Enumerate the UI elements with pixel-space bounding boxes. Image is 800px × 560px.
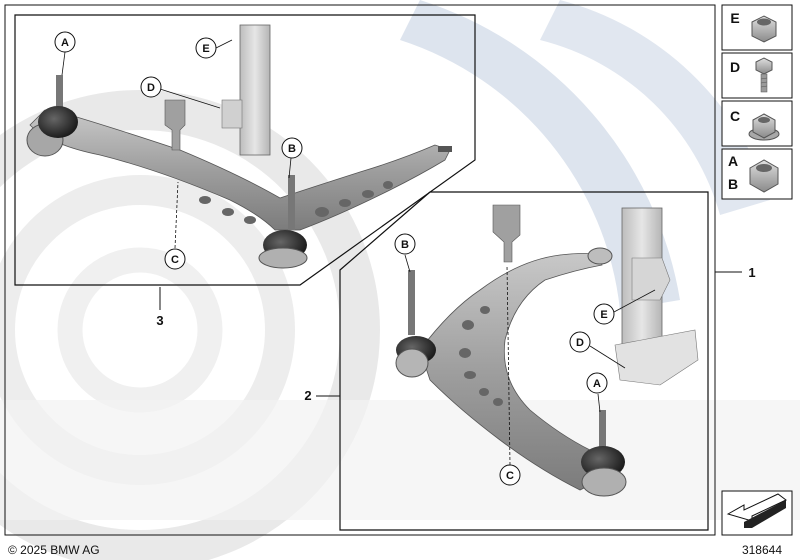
hardware-panel: E D C A B: [721, 4, 793, 200]
direction-arrow-box: [721, 490, 793, 536]
top-leaders: [61, 39, 292, 249]
svg-text:A: A: [61, 37, 69, 49]
copyright-text: © 2025 BMW AG: [8, 543, 100, 557]
callout-top-e: E: [195, 37, 217, 59]
bottom-leaders: [404, 254, 656, 466]
callout-bot-c: C: [499, 464, 521, 486]
callout-bot-d: D: [569, 331, 591, 353]
control-arm-right: [26, 24, 452, 269]
svg-text:B: B: [288, 143, 296, 155]
svg-text:A: A: [593, 378, 601, 390]
svg-text:D: D: [730, 59, 740, 75]
callout-top-d: D: [140, 76, 162, 98]
diagram-number: 318644: [742, 543, 782, 557]
callout-top-b: B: [281, 137, 303, 159]
hex-bolt-icon: [755, 57, 773, 93]
svg-text:E: E: [202, 43, 209, 55]
detail-box-3: [14, 14, 476, 286]
callout-bot-a: A: [586, 372, 608, 394]
front-direction-arrow-icon: [726, 493, 787, 528]
callout-top-a: A: [54, 31, 76, 53]
svg-text:C: C: [171, 254, 179, 266]
hardware-item-d: [721, 52, 793, 99]
outer-frame: [4, 4, 716, 536]
control-arm-left: [395, 204, 699, 497]
ref-1-label: 1: [748, 265, 755, 280]
svg-text:C: C: [730, 108, 740, 124]
detail-box-2: [339, 191, 709, 531]
nut-icon: [751, 15, 777, 43]
svg-text:B: B: [728, 176, 738, 192]
flange-nut-icon: [748, 113, 780, 141]
callout-top-c: C: [164, 248, 186, 270]
callout-bot-e: E: [593, 303, 615, 325]
callout-bot-b: B: [394, 233, 416, 255]
svg-text:E: E: [730, 10, 739, 26]
svg-text:D: D: [576, 337, 584, 349]
ref-3-label: 3: [156, 313, 163, 328]
ref-2-label: 2: [304, 388, 311, 403]
svg-text:E: E: [600, 309, 607, 321]
svg-text:B: B: [401, 239, 409, 251]
svg-text:D: D: [147, 82, 155, 94]
svg-text:A: A: [728, 153, 738, 169]
self-locking-nut-icon: [749, 159, 779, 193]
svg-text:C: C: [506, 470, 514, 482]
